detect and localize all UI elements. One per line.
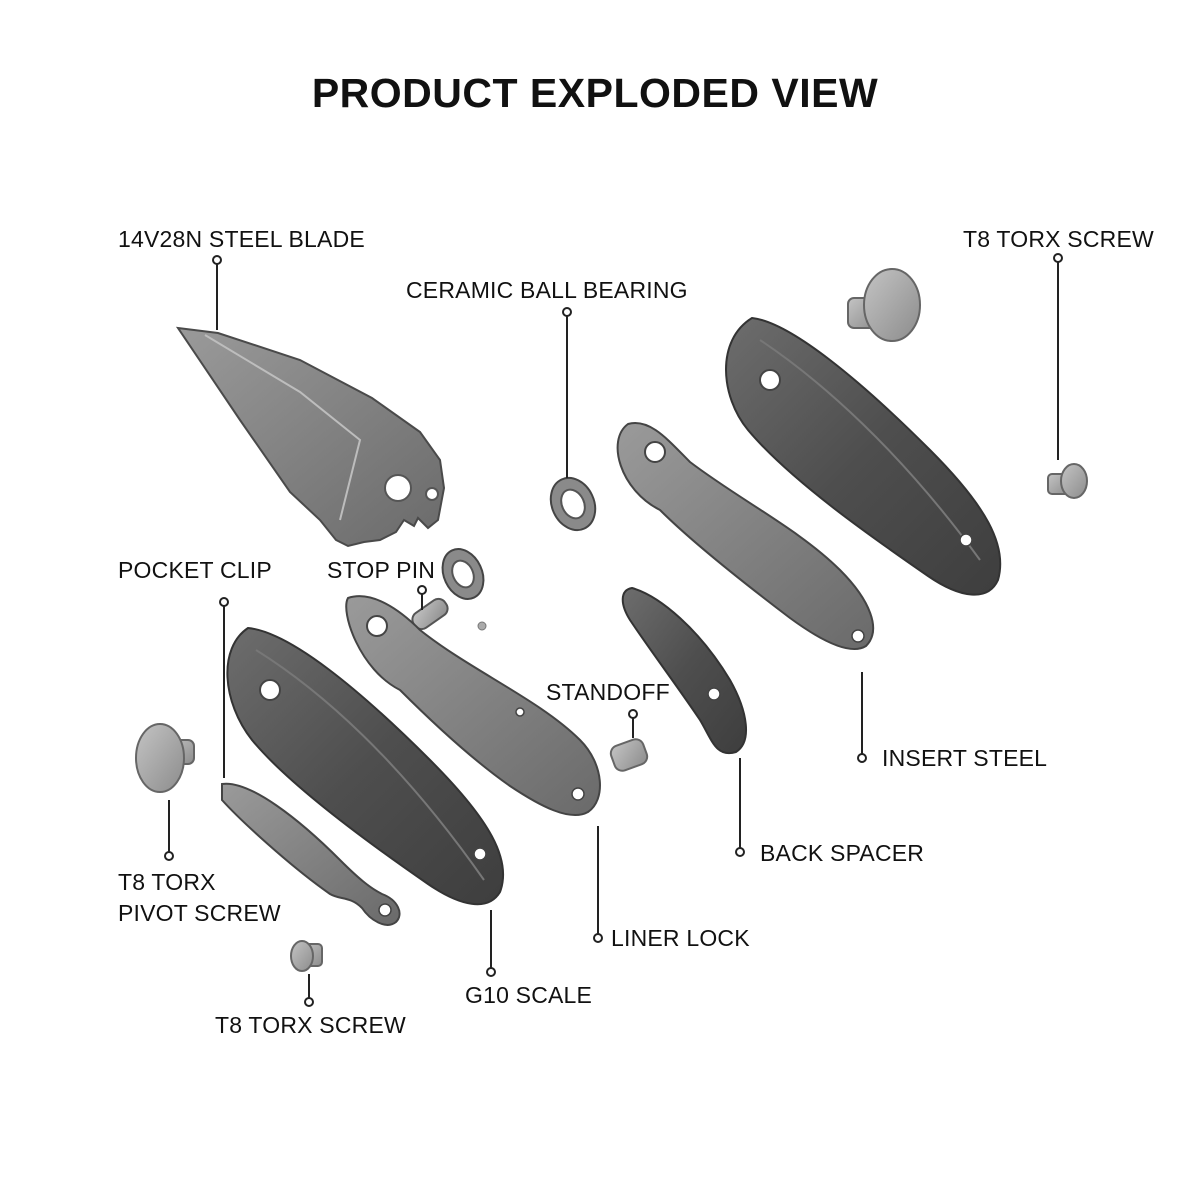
label-stop-pin: STOP PIN [327, 557, 436, 583]
label-pivot-screw-line2: PIVOT SCREW [118, 900, 281, 926]
label-insert-steel: INSERT STEEL [882, 745, 1048, 771]
g10-scale [226, 626, 505, 906]
label-pivot-screw-line1: T8 TORX [118, 869, 216, 895]
torx-pivot-screw [135, 723, 195, 793]
label-standoff: STANDOFF [546, 679, 670, 705]
label-ceramic-ball-bearing: CERAMIC BALL BEARING [406, 277, 688, 303]
ceramic-ball-bearing [549, 476, 597, 532]
label-g10-scale: G10 SCALE [465, 982, 593, 1008]
label-torx-screw-bottom: T8 TORX SCREW [215, 1012, 406, 1038]
label-back-spacer: BACK SPACER [760, 840, 925, 866]
insert-steel [725, 316, 1002, 596]
liner-lock [345, 595, 601, 817]
standoff [609, 738, 649, 772]
torx-screw-bottom [290, 940, 323, 972]
leader-lines [164, 253, 1063, 1007]
torx-screw-top [847, 268, 921, 342]
label-torx-screw-top: T8 TORX SCREW [963, 226, 1154, 252]
torx-screw-small-right [1047, 463, 1088, 499]
label-pocket-clip: POCKET CLIP [118, 557, 272, 583]
label-steel-blade: 14V28N STEEL BLADE [118, 226, 365, 252]
diagram-title: PRODUCT EXPLODED VIEW [311, 70, 879, 116]
ball-bearing-lower [441, 548, 485, 600]
pocket-clip [221, 782, 401, 926]
stop-pin [411, 597, 487, 631]
back-spacer [621, 586, 747, 755]
label-liner-lock: LINER LOCK [611, 925, 750, 951]
steel-blade [175, 326, 446, 548]
liner-right [616, 422, 875, 651]
